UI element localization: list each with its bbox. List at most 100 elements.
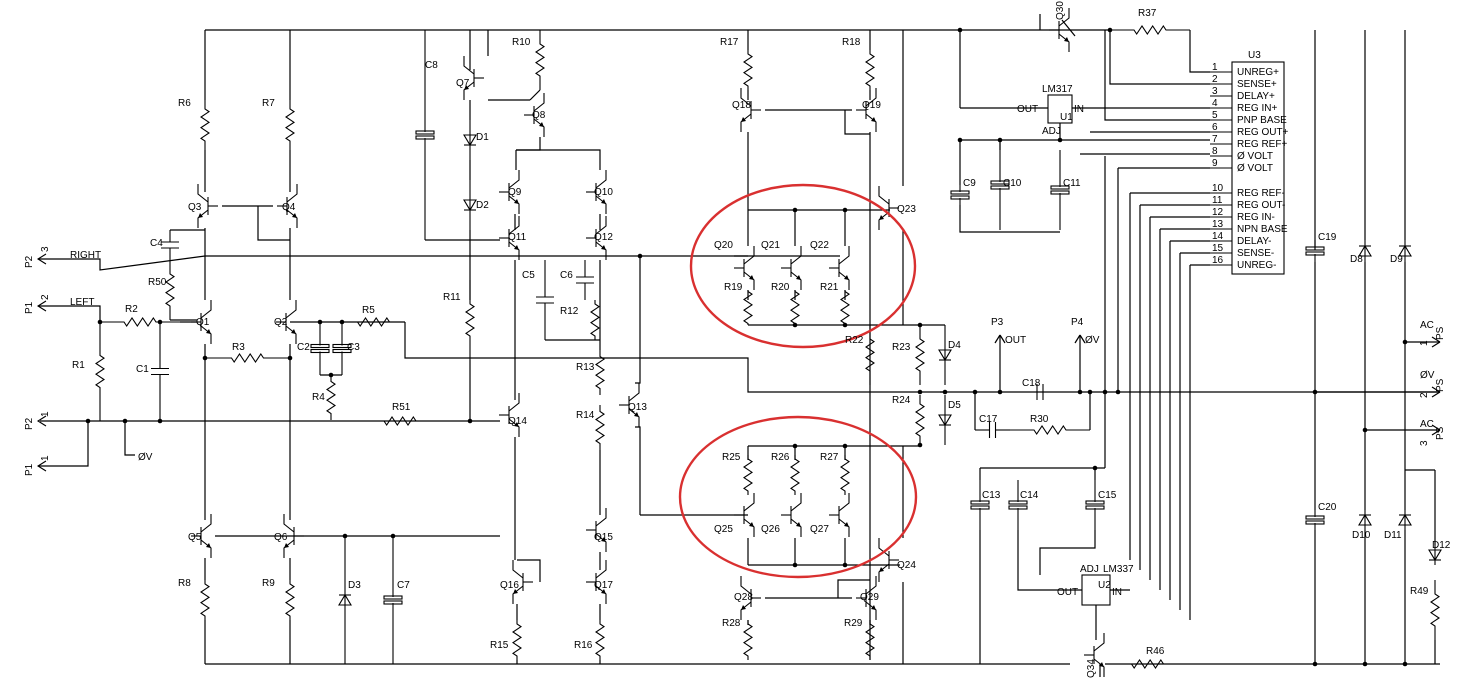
label-outp3: OUT [1005, 335, 1026, 346]
label-d9: D9 [1390, 254, 1403, 265]
junction-dot [1402, 339, 1408, 345]
transistor-q1 [191, 300, 212, 344]
label-r12: R12 [560, 306, 579, 317]
label-r22: R22 [845, 335, 864, 346]
connector-p1b-pin-1 [36, 460, 47, 472]
u3-pin-number: 12 [1212, 207, 1224, 218]
label-d5: D5 [948, 400, 961, 411]
junction-dot [1102, 389, 1108, 395]
resistor-r19 [743, 290, 753, 325]
label-r5: R5 [362, 305, 375, 316]
u3-pin-name: UNREG+ [1237, 67, 1279, 78]
label-r23: R23 [892, 342, 911, 353]
label-p1: P1 [24, 301, 35, 314]
wire [1061, 19, 1076, 37]
resistor-r46 [1105, 659, 1190, 669]
diode-d2 [463, 180, 477, 230]
label-zv: ØV [138, 452, 153, 463]
label-c1: C1 [136, 364, 149, 375]
label-r29: R29 [844, 618, 863, 629]
junction-dot [792, 207, 798, 213]
label-in: IN [1074, 104, 1084, 115]
label-r28: R28 [722, 618, 741, 629]
label-q18: Q18 [732, 100, 751, 111]
label-ac: AC [1420, 320, 1434, 331]
transistor-q29 [856, 576, 877, 620]
junction-dot [342, 533, 348, 539]
transistor-q2 [276, 300, 297, 344]
junction-dot [842, 207, 848, 213]
label-q17: Q17 [594, 580, 613, 591]
u3-pin-number: 9 [1212, 158, 1218, 169]
junction-dot [1402, 661, 1408, 667]
highlight-circle-lower [678, 415, 918, 579]
resistor-r26 [790, 455, 800, 495]
label-out2: OUT [1057, 587, 1078, 598]
label-q20: Q20 [714, 240, 733, 251]
junction-dot [972, 389, 978, 395]
label-r20: R20 [771, 282, 790, 293]
label-in2: IN [1112, 587, 1122, 598]
label-q11: Q11 [508, 232, 527, 243]
label-u1: U1 [1060, 112, 1073, 123]
label-r51: R51 [392, 402, 411, 413]
label-d2: D2 [476, 200, 489, 211]
junction-dot [339, 319, 345, 325]
label-q23: Q23 [897, 204, 916, 215]
u3-pin-name: SENSE+ [1237, 79, 1277, 90]
label-q29: Q29 [860, 592, 879, 603]
label-c10: C10 [1003, 178, 1022, 189]
capacitor-c9 [950, 185, 970, 205]
label-r49: R49 [1410, 586, 1429, 597]
wire [517, 559, 541, 582]
junction-dot [1312, 661, 1318, 667]
label-q16: Q16 [500, 580, 519, 591]
label-c11: C11 [1063, 178, 1081, 189]
u3-pin-name: REG OUT- [1237, 200, 1285, 211]
label-r2: R2 [125, 304, 138, 315]
label-r1: R1 [72, 360, 85, 371]
connector-p1-pin-2 [36, 300, 47, 312]
label-q34: Q34 [1086, 659, 1097, 678]
u3-pin-name: NPN BASE [1237, 224, 1288, 235]
transistor-q9 [499, 170, 520, 214]
wire [635, 256, 641, 384]
label-p3: P3 [991, 317, 1004, 328]
label-r14: R14 [576, 410, 595, 421]
junction-dot [1107, 27, 1113, 33]
capacitor-c17 [975, 422, 1010, 438]
label-d8: D8 [1350, 254, 1363, 265]
label-d12: D12 [1432, 540, 1451, 551]
u3-pin-name: REG REF+ [1237, 139, 1287, 150]
u3-pin-number: 6 [1212, 122, 1218, 133]
u3-pin-number: 13 [1212, 219, 1224, 230]
label-r50: R50 [148, 277, 167, 288]
junction-dot [842, 322, 848, 328]
transistor-q26 [781, 493, 802, 537]
label-u2: U2 [1098, 580, 1111, 591]
label-q10: Q10 [594, 187, 613, 198]
junction-dot [328, 372, 334, 378]
u3-pin-number: 15 [1212, 243, 1224, 254]
capacitor-c15 [1085, 480, 1105, 530]
label-q1: Q1 [196, 317, 210, 328]
label-q22: Q22 [810, 240, 829, 251]
junction-dot [1092, 465, 1098, 471]
capacitor-c1 [151, 322, 169, 421]
label-q27: Q27 [810, 524, 829, 535]
label-c17: C17 [979, 414, 998, 425]
junction-dot [957, 27, 963, 33]
label-r21: R21 [820, 282, 839, 293]
u3-pin-name: REG REF- [1237, 188, 1285, 199]
transistor-q17 [586, 560, 607, 604]
resistor-r24 [915, 395, 925, 445]
transistor-q11 [499, 216, 520, 260]
label-zv2: ØV [1085, 335, 1100, 346]
wire [1109, 30, 1210, 85]
label-c15: C15 [1098, 490, 1117, 501]
label-ps: PS [1435, 326, 1446, 340]
label-q4: Q4 [282, 202, 296, 213]
capacitor-c6 [576, 260, 594, 300]
resistor-r12 [590, 300, 600, 340]
label-q9: Q9 [508, 187, 522, 198]
